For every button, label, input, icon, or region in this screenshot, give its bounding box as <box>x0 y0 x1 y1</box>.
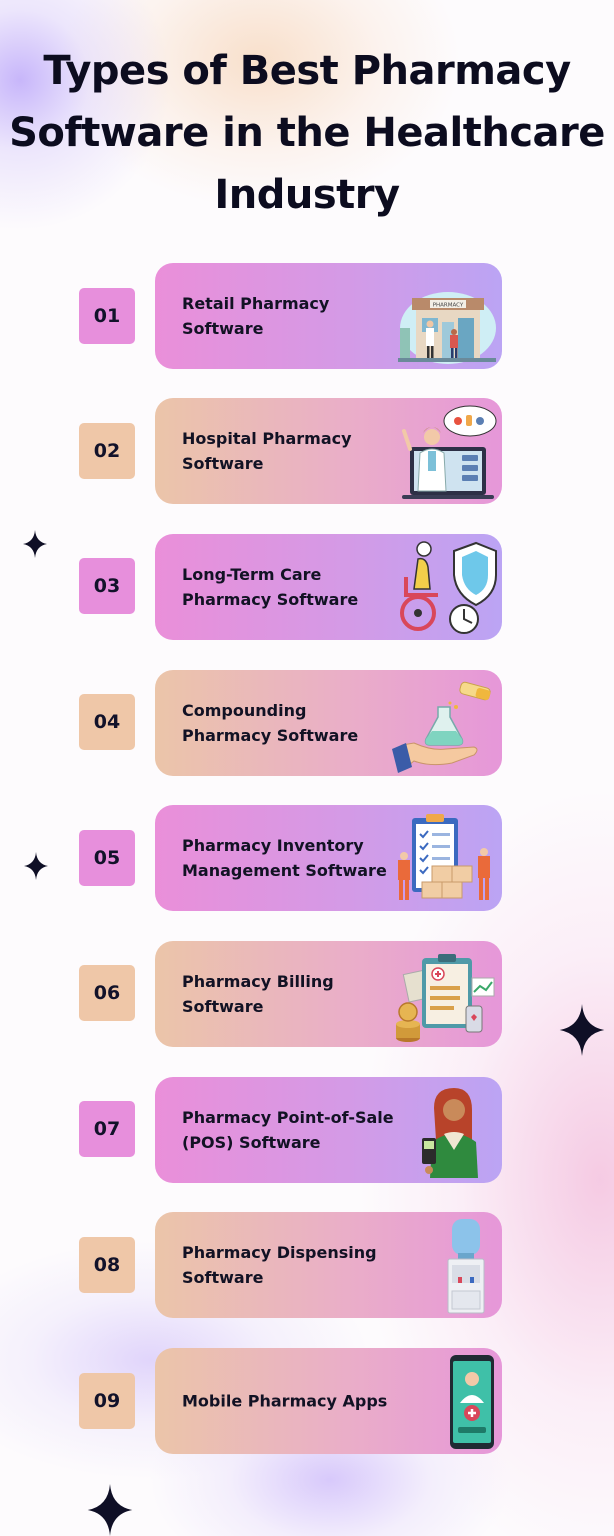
item-card: Pharmacy Inventory Management Software <box>155 805 502 911</box>
sparkle-icon <box>24 852 48 880</box>
item-number-badge: 08 <box>79 1237 135 1293</box>
page-title: Types of Best Pharmacy Software in the H… <box>9 48 605 218</box>
item-card: Pharmacy Dispensing Software <box>155 1212 502 1318</box>
item-number-badge: 01 <box>79 288 135 344</box>
item-number-badge: 09 <box>79 1373 135 1429</box>
billing-clipboard-coins-icon <box>396 954 495 1042</box>
item-number-badge: 06 <box>79 965 135 1021</box>
item-label: Pharmacy Point-of-Sale (POS) Software <box>182 1108 394 1152</box>
item-label: Mobile Pharmacy Apps <box>182 1391 388 1411</box>
sparkle-icon <box>87 1484 133 1536</box>
item-number-badge: 02 <box>79 423 135 479</box>
item-label: Hospital Pharmacy Software <box>182 429 352 473</box>
wheelchair-shield-clock-icon <box>400 541 497 634</box>
sparkle-icon <box>23 530 47 558</box>
item-card: Long-Term Care Pharmacy Software <box>155 534 502 640</box>
item-card: Mobile Pharmacy Apps <box>155 1348 502 1454</box>
item-number-badge: 07 <box>79 1101 135 1157</box>
item-label: Compounding Pharmacy Software <box>182 701 359 745</box>
doctor-screen-icon <box>402 405 497 499</box>
item-label: Pharmacy Inventory Management Software <box>182 836 387 880</box>
item-card: Retail Pharmacy Software PHARMACY <box>155 263 502 369</box>
svg-text:PHARMACY: PHARMACY <box>433 303 464 309</box>
item-label: Long-Term Care Pharmacy Software <box>182 565 359 609</box>
mobile-pharmacy-app-icon <box>450 1355 494 1449</box>
flask-hand-icon <box>392 681 491 773</box>
item-card: Pharmacy Point-of-Sale (POS) Software <box>155 1077 502 1183</box>
sparkle-icon <box>559 1004 605 1056</box>
pharmacy-storefront-icon: PHARMACY <box>398 292 496 364</box>
cashier-pos-icon <box>422 1088 478 1178</box>
water-dispenser-icon <box>447 1219 485 1314</box>
item-number-badge: 05 <box>79 830 135 886</box>
item-label: Pharmacy Dispensing Software <box>182 1243 377 1287</box>
item-label: Pharmacy Billing Software <box>182 972 334 1016</box>
item-card: Pharmacy Billing Software <box>155 941 502 1047</box>
item-card: Compounding Pharmacy Software <box>155 670 502 776</box>
item-label: Retail Pharmacy Software <box>182 294 330 338</box>
item-number-badge: 03 <box>79 558 135 614</box>
item-card: Hospital Pharmacy Software <box>155 398 502 504</box>
item-number-badge: 04 <box>79 694 135 750</box>
inventory-checklist-icon <box>398 814 490 900</box>
